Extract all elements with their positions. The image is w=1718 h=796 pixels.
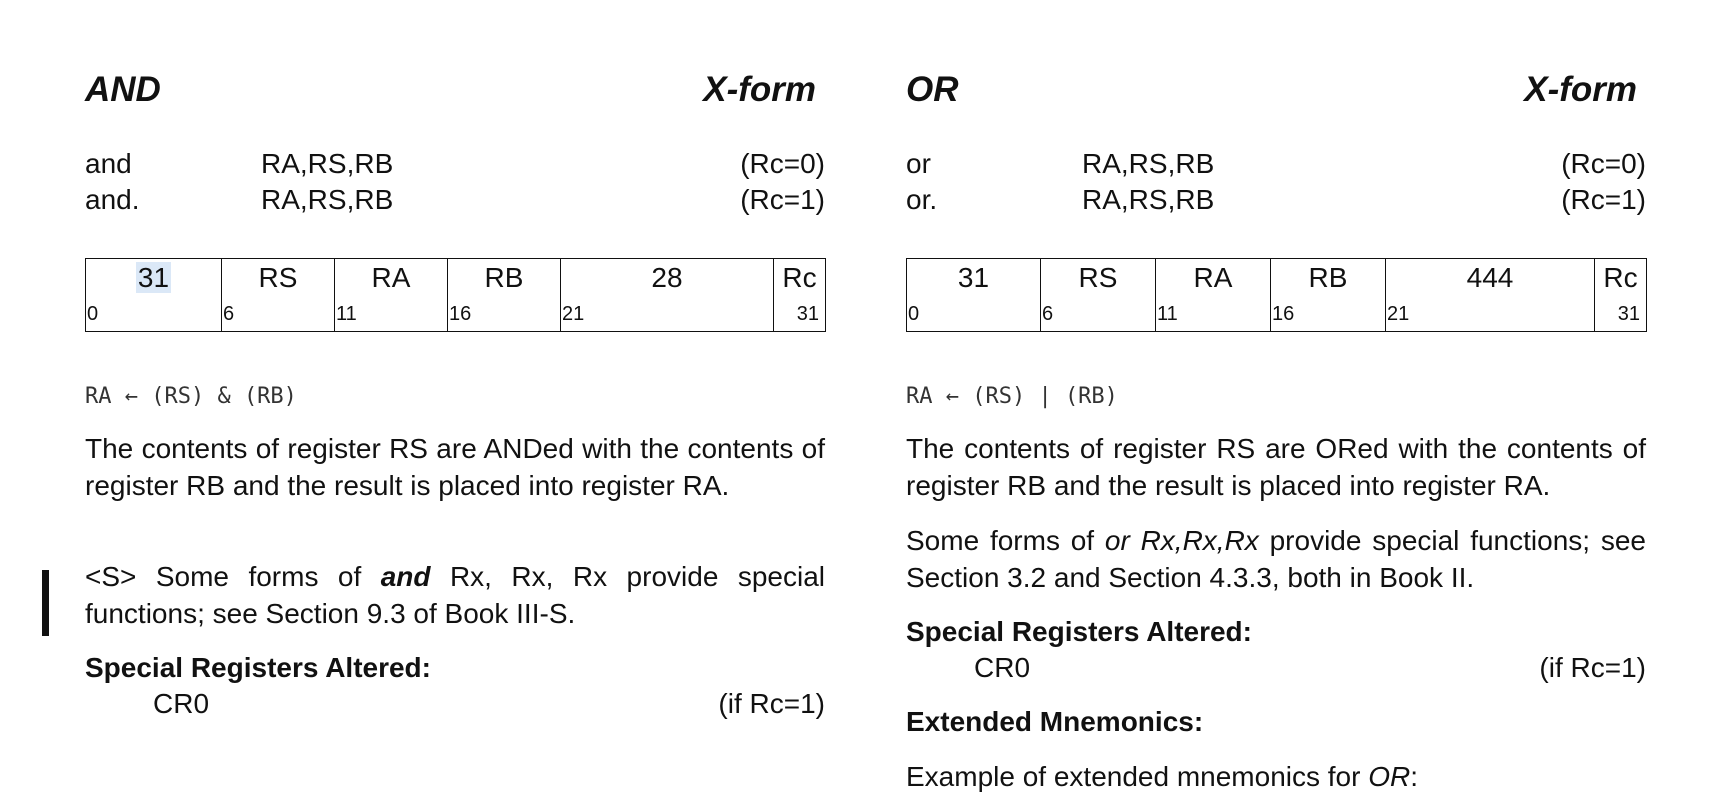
or-mnemonics-heading: Extended Mnemonics: [906, 706, 1204, 737]
or-dot-rc-value: (Rc=1) [1561, 184, 1646, 215]
or-syntax-row: or RA,RS,RB (Rc=0) [906, 148, 1646, 184]
or-field-opcode: 31 0 [906, 258, 1041, 332]
or-field-xo: 444 21 [1385, 258, 1595, 332]
or-field-rb-value: RB [1308, 262, 1348, 293]
or-mnemonics-emphasis: OR [1368, 761, 1411, 792]
and-field-bit: 0 [87, 303, 99, 325]
or-mnemonics-suffix: : [1410, 761, 1419, 792]
and-dot-rc-value: (Rc=1) [740, 184, 825, 215]
or-register-name: CR0 [974, 652, 1031, 683]
or-register-condition: (if Rc=1) [1539, 652, 1646, 683]
and-field-rc-value: Rc [782, 262, 817, 293]
and-register-row: CR0 (if Rc=1) [85, 688, 825, 724]
and-field-xo-value: 28 [651, 262, 683, 293]
or-field-opcode-value: 31 [957, 262, 990, 293]
or-field-bit: 0 [908, 303, 920, 325]
and-field-xo: 28 21 [560, 258, 774, 332]
and-field-bit: 6 [223, 303, 235, 325]
and-field-rb: RB 16 [447, 258, 561, 332]
and-title-row: AND X-form [85, 70, 816, 114]
or-field-rs-value: RS [1078, 262, 1118, 293]
and-field-bit: 16 [449, 303, 472, 325]
and-field-bit: 31 [796, 303, 819, 325]
or-title: OR [906, 70, 959, 109]
or-mnemonics-prefix: Example of extended mnemonics for [906, 761, 1369, 792]
or-registers-heading: Special Registers Altered: [906, 616, 1252, 647]
or-dot-mnemonic: or. [906, 184, 938, 215]
or-special-note: Some forms of or Rx,Rx,Rx provide specia… [906, 522, 1646, 596]
and-field-ra-value: RA [371, 262, 411, 293]
and-field-bit: 11 [336, 303, 357, 325]
and-register-condition: (if Rc=1) [718, 688, 825, 719]
or-field-rc: Rc 31 [1594, 258, 1647, 332]
and-field-bit: 21 [562, 303, 585, 325]
or-field-xo-value: 444 [1466, 262, 1514, 293]
and-rc-value: (Rc=0) [740, 148, 825, 179]
or-field-rc-value: Rc [1603, 262, 1638, 293]
or-field-ra: RA 11 [1155, 258, 1271, 332]
or-note-suffix: provide special functions; see Section 3… [906, 525, 1646, 593]
and-field-rb-value: RB [484, 262, 524, 293]
and-syntax-row: and RA,RS,RB (Rc=0) [85, 148, 825, 184]
or-field-bit: 21 [1387, 303, 1410, 325]
or-field-bit: 16 [1272, 303, 1295, 325]
change-bar [42, 570, 49, 636]
and-operation: RA ← (RS) & (RB) [85, 384, 297, 409]
or-dot-operands: RA,RS,RB [1082, 184, 1215, 215]
or-operation: RA ← (RS) | (RB) [906, 384, 1118, 409]
or-form-label: X-form [1524, 70, 1637, 109]
or-description: The contents of register RS are ORed wit… [906, 433, 1646, 501]
and-registers-heading: Special Registers Altered: [85, 652, 431, 683]
or-mnemonics-example: Example of extended mnemonics for OR: [906, 758, 1646, 795]
and-field-ra: RA 11 [334, 258, 448, 332]
and-field-rc: Rc 31 [773, 258, 826, 332]
or-field-bit: 11 [1157, 303, 1178, 325]
and-field-opcode-value: 31 [135, 262, 172, 293]
and-field-opcode: 31 0 [85, 258, 222, 332]
and-dot-operands: RA,RS,RB [261, 184, 394, 215]
and-register-name: CR0 [153, 688, 210, 719]
and-operands: RA,RS,RB [261, 148, 394, 179]
or-dot-syntax-row: or. RA,RS,RB (Rc=1) [906, 184, 1646, 220]
or-field-ra-value: RA [1193, 262, 1233, 293]
or-encoding-table: 31 0 RS 6 RA 11 RB 16 444 21 Rc 31 [906, 258, 1647, 332]
or-note-prefix: Some forms of [906, 525, 1105, 556]
and-description: The contents of register RS are ANDed wi… [85, 433, 825, 501]
and-encoding-table: 31 0 RS 6 RA 11 RB 16 28 21 Rc 31 [85, 258, 826, 332]
and-dot-mnemonic: and. [85, 184, 140, 215]
and-dot-syntax-row: and. RA,RS,RB (Rc=1) [85, 184, 825, 220]
or-register-row: CR0 (if Rc=1) [906, 652, 1646, 688]
or-rc-value: (Rc=0) [1561, 148, 1646, 179]
or-field-rb: RB 16 [1270, 258, 1386, 332]
and-note-suffix: Rx, Rx, Rx provide special functions; se… [85, 561, 826, 629]
or-operands: RA,RS,RB [1082, 148, 1215, 179]
or-field-bit: 6 [1042, 303, 1054, 325]
or-field-rs: RS 6 [1040, 258, 1156, 332]
or-mnemonic: or [906, 148, 931, 179]
or-title-row: OR X-form [906, 70, 1637, 114]
and-special-note: <S> Some forms of and Rx, Rx, Rx provide… [85, 558, 825, 632]
and-note-prefix: <S> Some forms of [85, 561, 381, 592]
and-note-emphasis: and [380, 561, 431, 592]
and-form-label: X-form [703, 70, 816, 109]
or-field-bit: 31 [1617, 303, 1640, 325]
and-mnemonic: and [85, 148, 132, 179]
or-note-emphasis: or Rx,Rx,Rx [1104, 525, 1259, 556]
and-title: AND [85, 70, 161, 109]
and-field-rs-value: RS [258, 262, 298, 293]
and-field-rs: RS 6 [221, 258, 335, 332]
